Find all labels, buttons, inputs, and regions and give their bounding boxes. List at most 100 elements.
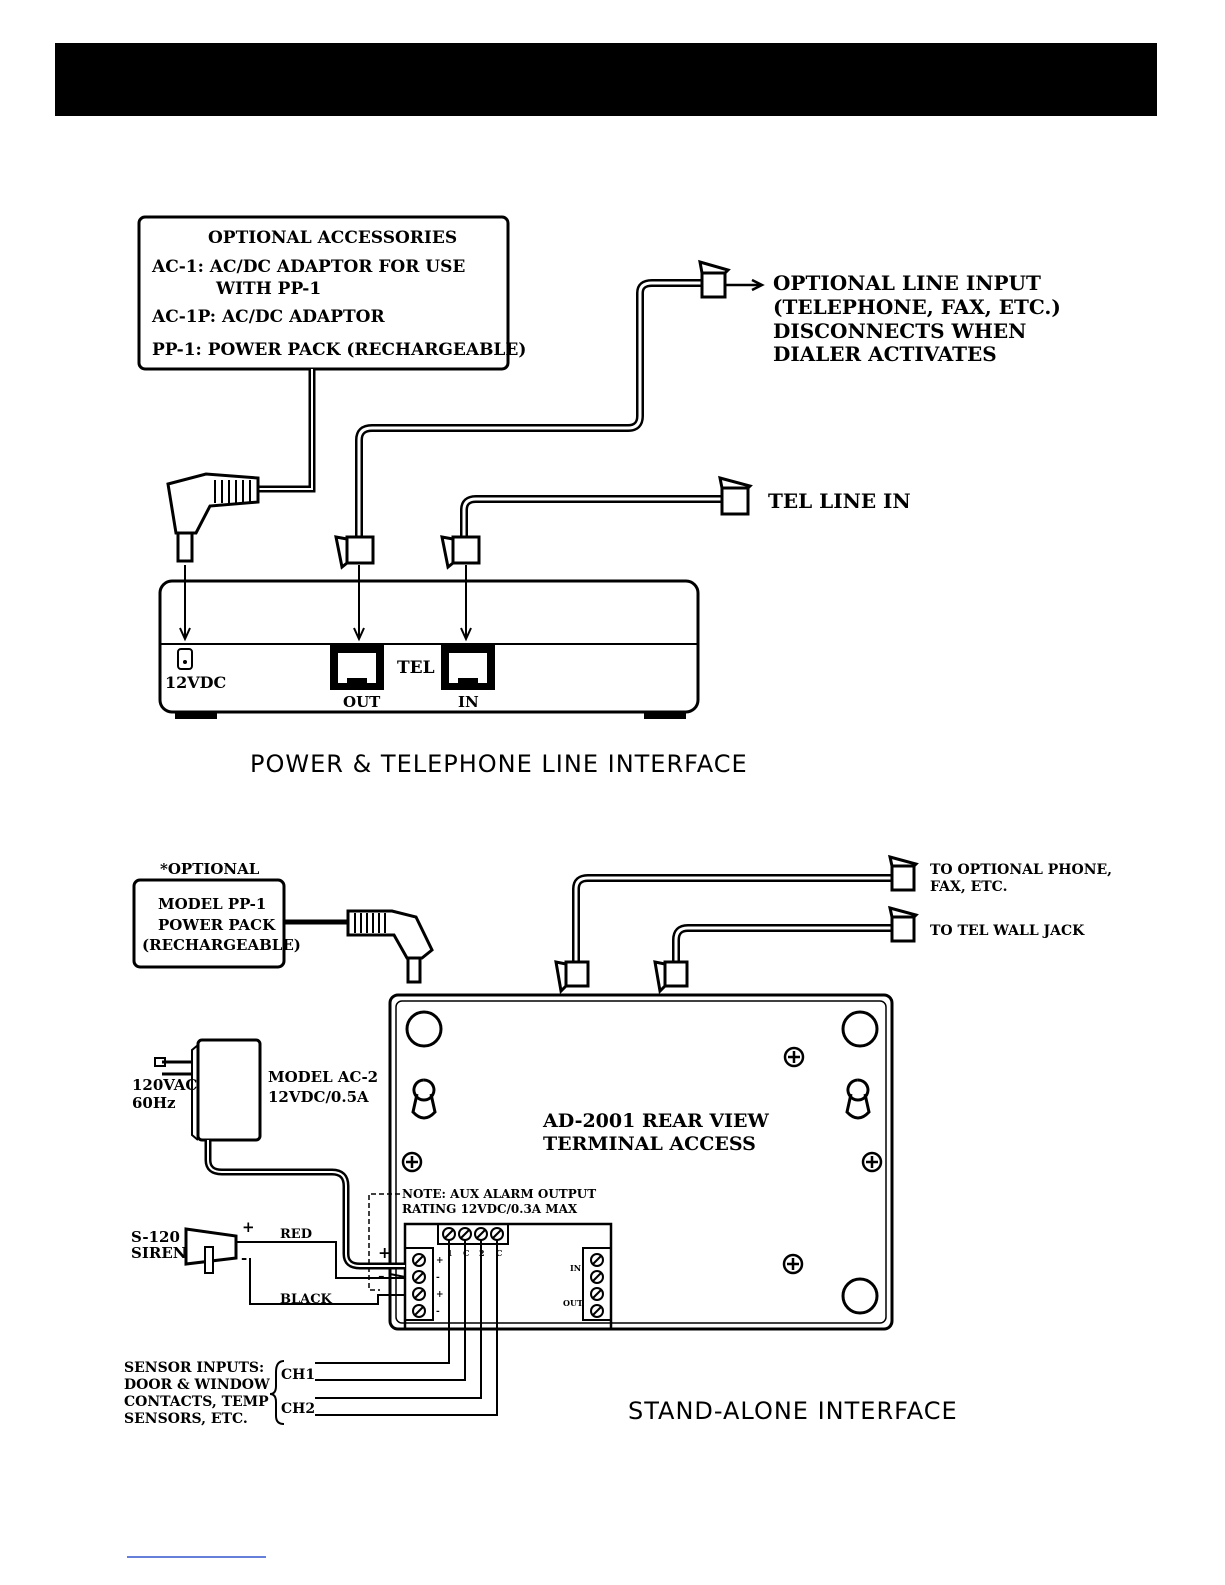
dc-jack-icon bbox=[177, 648, 193, 670]
siren-minus: - bbox=[241, 1249, 247, 1267]
term-plus: + bbox=[436, 1290, 444, 1300]
header-bar bbox=[55, 43, 1157, 116]
pp1-line3: (RECHARGEABLE) bbox=[142, 936, 301, 954]
rear-view-line2: TERMINAL ACCESS bbox=[543, 1133, 756, 1155]
device-foot bbox=[175, 712, 217, 719]
phone-cable bbox=[572, 874, 892, 962]
screw-icon bbox=[783, 1046, 805, 1068]
sensor-line2: DOOR & WINDOW bbox=[124, 1377, 270, 1393]
screw-icon bbox=[782, 1253, 804, 1275]
ac2-model-line1: MODEL AC-2 bbox=[268, 1068, 378, 1086]
arrow-right-icon bbox=[725, 278, 765, 292]
siren-line1: S-120 bbox=[131, 1228, 180, 1246]
optional-note: *OPTIONAL bbox=[160, 860, 260, 878]
siren-icon bbox=[184, 1227, 238, 1274]
terminal-screw-icon bbox=[590, 1287, 604, 1301]
optional-line-text4: DIALER ACTIVATES bbox=[773, 342, 997, 366]
dc-plug-icon bbox=[346, 909, 434, 984]
rj11-plug-icon bbox=[440, 535, 481, 570]
accessories-title: OPTIONAL ACCESSORIES bbox=[208, 228, 457, 248]
wall-jack-cable bbox=[672, 924, 892, 962]
ac2-model-line2: 12VDC/0.5A bbox=[268, 1088, 369, 1106]
ch2-wire bbox=[315, 1240, 482, 1399]
out-label: OUT bbox=[343, 693, 381, 711]
sensor-line1: SENSOR INPUTS: bbox=[124, 1360, 264, 1376]
red-wire bbox=[236, 1241, 405, 1279]
ch1-wire bbox=[315, 1240, 466, 1381]
screw-icon bbox=[401, 1151, 423, 1173]
rj11-plug-icon bbox=[718, 475, 753, 516]
rj11-plug-icon bbox=[653, 960, 689, 995]
term-c1: C bbox=[463, 1248, 469, 1258]
mounting-hole bbox=[841, 1277, 879, 1315]
siren-line2: SIREN bbox=[131, 1244, 187, 1262]
rear-panel-inner bbox=[395, 1000, 887, 1324]
term-minus: - bbox=[436, 1273, 440, 1283]
ac2-cable bbox=[204, 1140, 405, 1270]
terminal-screw-icon bbox=[590, 1304, 604, 1318]
accessories-line2: WITH PP-1 bbox=[215, 279, 321, 299]
sensor-line4: SENSORS, ETC. bbox=[124, 1411, 248, 1427]
ac-adapter-icon bbox=[154, 1038, 262, 1142]
line-terminal-block bbox=[582, 1247, 612, 1321]
rj11-plug-icon bbox=[334, 535, 375, 570]
black-wire bbox=[249, 1258, 405, 1305]
keyhole-icon bbox=[845, 1078, 871, 1120]
note-line1: NOTE: AUX ALARM OUTPUT bbox=[402, 1187, 596, 1201]
device-foot bbox=[644, 712, 686, 719]
sensor-line3: CONTACTS, TEMP bbox=[124, 1394, 269, 1410]
minus-sign: - bbox=[378, 1266, 385, 1285]
terminal-screw-icon bbox=[412, 1270, 426, 1284]
tel-line-in-label: TEL LINE IN bbox=[768, 489, 911, 513]
in-label: IN bbox=[458, 693, 479, 711]
optional-line-text3: DISCONNECTS WHEN bbox=[773, 319, 1026, 343]
ch2-label: CH2 bbox=[281, 1401, 315, 1417]
terminal-screw-icon bbox=[442, 1227, 456, 1241]
optional-line-text1: OPTIONAL LINE INPUT bbox=[773, 271, 1041, 295]
terminal-screw-icon bbox=[412, 1304, 426, 1318]
term-minus: - bbox=[436, 1307, 440, 1317]
wall-jack-label: TO TEL WALL JACK bbox=[930, 923, 1085, 939]
red-wire-label: RED bbox=[280, 1227, 312, 1242]
rj11-jack-out-icon bbox=[330, 645, 384, 690]
phone-label1: TO OPTIONAL PHONE, bbox=[930, 862, 1112, 878]
ac-supply-line2: 60Hz bbox=[132, 1094, 176, 1112]
keyhole-icon bbox=[411, 1078, 437, 1120]
rj11-plug-icon bbox=[698, 259, 731, 299]
siren-plus: + bbox=[242, 1218, 255, 1236]
mounting-hole bbox=[841, 1010, 879, 1048]
ch1-wire bbox=[315, 1240, 450, 1364]
pp1-line1: MODEL PP-1 bbox=[158, 895, 266, 913]
dc-label: 12VDC bbox=[165, 673, 226, 692]
rj11-plug-icon bbox=[887, 854, 919, 892]
accessories-line3: AC-1P: AC/DC ADAPTOR bbox=[151, 307, 385, 327]
mounting-hole bbox=[405, 1010, 443, 1048]
arrow-down-icon bbox=[353, 565, 365, 642]
screw-icon bbox=[861, 1151, 883, 1173]
note-line2: RATING 12VDC/0.3A MAX bbox=[402, 1202, 578, 1216]
rj11-plug-icon bbox=[887, 905, 919, 943]
term-c2: C bbox=[496, 1248, 502, 1258]
optional-line-text2: (TELEPHONE, FAX, ETC.) bbox=[773, 295, 1061, 319]
arrow-down-icon bbox=[179, 565, 191, 642]
top-caption: POWER & TELEPHONE LINE INTERFACE bbox=[250, 750, 748, 778]
brace-icon bbox=[269, 1360, 285, 1425]
term-in: IN bbox=[570, 1263, 581, 1273]
accessories-line4: PP-1: POWER PACK (RECHARGEABLE) bbox=[152, 340, 526, 360]
device-front bbox=[158, 579, 700, 714]
power-cable bbox=[258, 369, 316, 493]
sensor-terminal-block bbox=[437, 1223, 509, 1245]
ch2-wire bbox=[315, 1240, 498, 1416]
note-leader bbox=[368, 1193, 400, 1291]
rear-panel bbox=[388, 993, 894, 1331]
terminal-screw-icon bbox=[590, 1253, 604, 1267]
terminal-screw-icon bbox=[474, 1227, 488, 1241]
terminal-screw-icon bbox=[412, 1287, 426, 1301]
tel-label: TEL bbox=[397, 658, 435, 678]
rj11-jack-in-icon bbox=[441, 645, 495, 690]
bottom-caption: STAND-ALONE INTERFACE bbox=[628, 1397, 958, 1425]
pp1-line2: POWER PACK bbox=[158, 916, 276, 934]
power-terminal-block bbox=[404, 1247, 434, 1321]
ch1-label: CH1 bbox=[281, 1367, 315, 1383]
